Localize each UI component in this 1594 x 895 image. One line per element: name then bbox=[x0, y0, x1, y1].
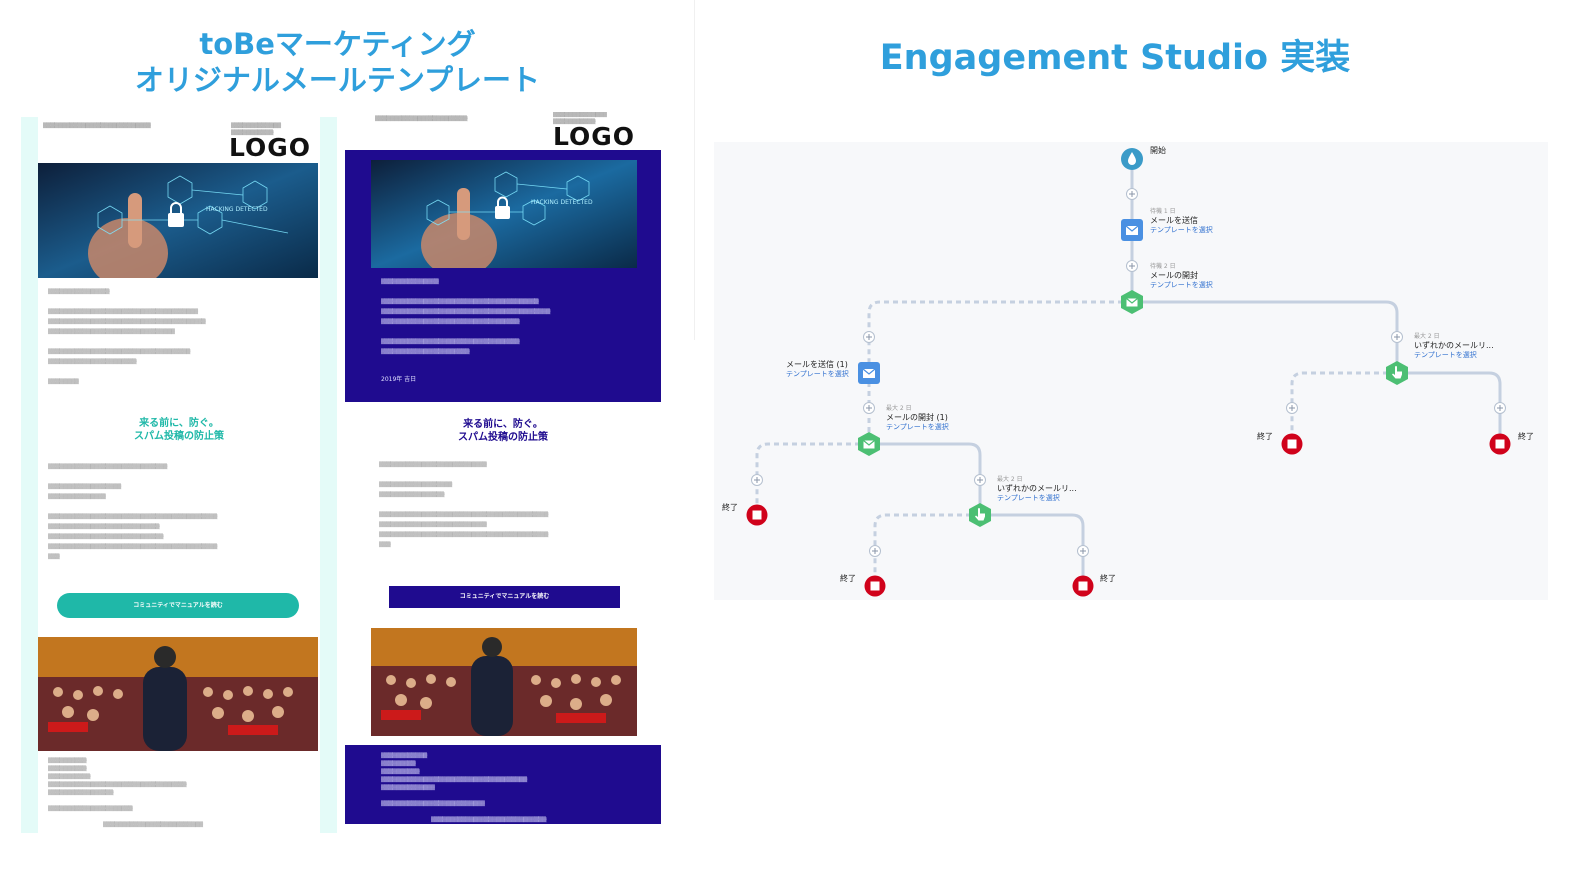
template-select-link[interactable]: テンプレートを選択 bbox=[997, 494, 1060, 502]
end-node[interactable] bbox=[1281, 433, 1303, 459]
send-email-1-title: メールを送信 (1) bbox=[786, 360, 848, 369]
section-divider bbox=[694, 0, 695, 340]
pointer-hand-icon bbox=[975, 508, 985, 521]
end-label: 終了 bbox=[1100, 574, 1116, 583]
end-label: 終了 bbox=[722, 503, 738, 512]
logo: LOGO bbox=[229, 133, 312, 162]
any-email-click-node[interactable] bbox=[1384, 360, 1410, 390]
start-label: 開始 bbox=[1150, 146, 1166, 155]
headline: 来る前に、防ぐ。 スパム投稿の防止策 bbox=[38, 417, 320, 443]
left-title-line2: オリジナルメールテンプレート bbox=[134, 63, 541, 97]
envelope-icon bbox=[1125, 225, 1139, 232]
left-title-line1: toBeマーケティング bbox=[199, 27, 476, 61]
headline-line1: 来る前に、防ぐ。 bbox=[463, 419, 543, 430]
any-email-2-title: いずれかのメールリ... bbox=[997, 484, 1077, 493]
flow-canvas: 開始 待機 1 日 メールを送信 テンプレートを選択 待機 2 日 メールの開封… bbox=[714, 142, 1548, 600]
stop-icon bbox=[1495, 439, 1505, 449]
any-email-click-node-2[interactable] bbox=[967, 502, 993, 532]
stop-icon bbox=[1287, 439, 1297, 449]
stop-icon bbox=[870, 581, 880, 591]
end-node[interactable] bbox=[864, 575, 886, 601]
body-text-block-2: ▒▒▒▒▒▒▒▒▒▒▒▒▒▒▒▒▒▒▒▒▒▒▒▒▒▒▒▒▒▒▒▒▒▒▒▒▒▒▒▒… bbox=[379, 462, 549, 548]
template-select-link[interactable]: テンプレートを選択 bbox=[1414, 351, 1477, 359]
pointer-hand-icon bbox=[1392, 366, 1402, 379]
max-2-days: 最大 2 日 bbox=[1414, 333, 1440, 340]
wait-1-day: 待機 1 日 bbox=[1150, 208, 1176, 215]
hero-image-security: HACKING DETECTED bbox=[371, 160, 637, 268]
any-email-title: いずれかのメールリ... bbox=[1414, 341, 1494, 350]
headline-line2: スパム投稿の防止策 bbox=[134, 431, 224, 442]
preheader-text: ▒▒▒▒▒▒▒▒▒▒▒▒▒▒▒▒▒▒▒▒▒▒▒▒▒▒▒▒ bbox=[43, 123, 151, 129]
headline: 来る前に、防ぐ。 スパム投稿の防止策 bbox=[345, 418, 661, 444]
hero-image-security: HACKING DETECTED bbox=[38, 163, 318, 278]
max-2-days: 最大 2 日 bbox=[886, 405, 912, 412]
template-select-link[interactable]: テンプレートを選択 bbox=[886, 423, 949, 431]
preheader-text: ▒▒▒▒▒▒▒▒▒▒▒▒▒▒▒▒▒▒▒▒▒▒▒▒ bbox=[375, 116, 468, 122]
email-open-node[interactable] bbox=[1119, 289, 1145, 319]
template-select-link[interactable]: テンプレートを選択 bbox=[1150, 281, 1213, 289]
stop-icon bbox=[752, 510, 762, 520]
end-label: 終了 bbox=[1518, 432, 1534, 441]
preheader-right-text: ▒▒▒▒▒▒▒▒▒▒▒▒▒▒▒▒▒▒▒▒▒▒▒▒▒ bbox=[553, 112, 607, 125]
envelope-icon bbox=[863, 440, 875, 446]
footer-text: ▒▒▒▒▒▒▒▒▒▒▒▒▒▒▒▒▒▒▒▒▒▒▒▒▒▒▒▒▒▒▒▒▒▒▒▒▒▒▒▒… bbox=[48, 758, 203, 828]
envelope-icon bbox=[1126, 298, 1138, 304]
end-node[interactable] bbox=[1072, 575, 1094, 601]
left-title: toBeマーケティング オリジナルメールテンプレート bbox=[60, 26, 615, 98]
preheader-right-text: ▒▒▒▒▒▒▒▒▒▒▒▒▒▒▒▒▒▒▒▒▒▒▒▒ bbox=[231, 123, 281, 136]
send-email-title: メールを送信 bbox=[1150, 216, 1198, 225]
email-open-label: 待機 2 日 メールの開封 テンプレートを選択 bbox=[1150, 263, 1213, 289]
envelope-icon bbox=[862, 368, 876, 375]
footer-text: ▒▒▒▒▒▒▒▒▒▒▒▒▒▒▒▒▒▒▒▒▒▒▒▒▒▒▒▒▒▒▒▒▒▒▒▒▒▒▒▒… bbox=[381, 753, 547, 823]
email-open-1-label: 最大 2 日 メールの開封 (1) テンプレートを選択 bbox=[886, 405, 949, 431]
signature-date: 2019年 吉日 bbox=[381, 376, 417, 383]
body-text-block-1: ▒▒▒▒▒▒▒▒▒▒▒▒▒▒▒▒▒▒▒▒▒▒▒▒▒▒▒▒▒▒▒▒▒▒▒▒▒▒▒▒… bbox=[48, 289, 206, 385]
hero-image-conference bbox=[371, 628, 637, 736]
email-open-title: メールの開封 bbox=[1150, 271, 1198, 280]
wait-2-days: 待機 2 日 bbox=[1150, 263, 1176, 270]
flow-connectors bbox=[751, 170, 1506, 586]
send-email-1-node[interactable] bbox=[857, 361, 881, 389]
end-label: 終了 bbox=[1257, 432, 1273, 441]
email-template-teal: ▒▒▒▒▒▒▒▒▒▒▒▒▒▒▒▒▒▒▒▒▒▒▒▒▒▒▒▒ ▒▒▒▒▒▒▒▒▒▒▒… bbox=[21, 117, 337, 833]
end-node[interactable] bbox=[1489, 433, 1511, 459]
start-node[interactable] bbox=[1120, 147, 1144, 175]
email-template-navy: ▒▒▒▒▒▒▒▒▒▒▒▒▒▒▒▒▒▒▒▒▒▒▒▒ ▒▒▒▒▒▒▒▒▒▒▒▒▒▒▒… bbox=[345, 112, 661, 824]
headline-line2: スパム投稿の防止策 bbox=[458, 432, 548, 443]
template-select-link[interactable]: テンプレートを選択 bbox=[786, 370, 849, 378]
drop-icon bbox=[1128, 152, 1136, 165]
send-email-node[interactable] bbox=[1120, 218, 1144, 246]
any-email-click-label: 最大 2 日 いずれかのメールリ... テンプレートを選択 bbox=[1414, 333, 1494, 359]
body-text-block-1: ▒▒▒▒▒▒▒▒▒▒▒▒▒▒▒▒▒▒▒▒▒▒▒▒▒▒▒▒▒▒▒▒▒▒▒▒▒▒▒▒… bbox=[381, 279, 551, 355]
template-select-link[interactable]: テンプレートを選択 bbox=[1150, 226, 1213, 234]
hero-image-conference bbox=[38, 637, 318, 751]
body-text-block-2: ▒▒▒▒▒▒▒▒▒▒▒▒▒▒▒▒▒▒▒▒▒▒▒▒▒▒▒▒▒▒▒▒▒▒▒▒▒▒▒▒… bbox=[48, 464, 218, 560]
right-title: Engagement Studio 実装 bbox=[879, 38, 1351, 78]
logo: LOGO bbox=[553, 122, 636, 151]
end-label: 終了 bbox=[840, 574, 856, 583]
svg-text:HACKING DETECTED: HACKING DETECTED bbox=[531, 199, 593, 206]
end-node[interactable] bbox=[746, 504, 768, 530]
cta-button-community[interactable]: コミュニティでマニュアルを読む bbox=[57, 593, 299, 618]
max-2-days: 最大 2 日 bbox=[997, 476, 1023, 483]
email-open-1-title: メールの開封 (1) bbox=[886, 413, 948, 422]
navy-footer-block bbox=[345, 745, 661, 824]
stop-icon bbox=[1078, 581, 1088, 591]
cta-button-community[interactable]: コミュニティでマニュアルを読む bbox=[389, 586, 620, 608]
any-email-click-2-label: 最大 2 日 いずれかのメールリ... テンプレートを選択 bbox=[997, 476, 1077, 502]
headline-line1: 来る前に、防ぐ。 bbox=[139, 418, 219, 429]
send-email-1-label: メールを送信 (1) テンプレートを選択 bbox=[786, 360, 849, 378]
email-open-1-node[interactable] bbox=[856, 431, 882, 461]
svg-text:HACKING DETECTED: HACKING DETECTED bbox=[206, 206, 268, 213]
send-email-label: 待機 1 日 メールを送信 テンプレートを選択 bbox=[1150, 208, 1213, 234]
